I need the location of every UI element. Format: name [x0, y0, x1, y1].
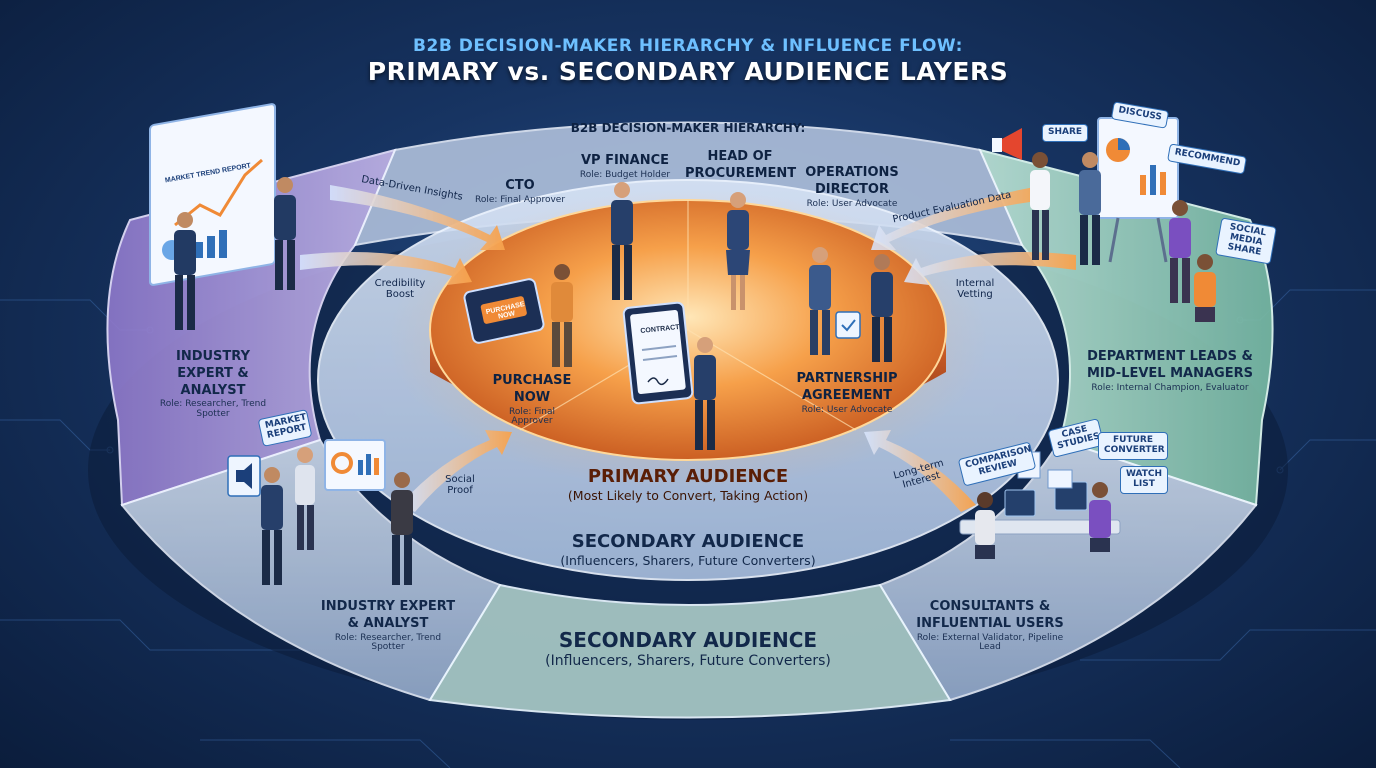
- flow-credibility: Credibility Boost: [374, 278, 426, 300]
- arrow-product-eval: [871, 185, 1046, 250]
- people-figures: [174, 152, 1216, 585]
- role-name: CTO: [505, 178, 535, 193]
- group-role: Role: Researcher, Trend Spotter: [334, 632, 442, 653]
- primary-audience-title: PRIMARY AUDIENCE: [587, 466, 789, 487]
- role-name: HEAD OF PROCUREMENT: [685, 149, 797, 181]
- role-name: OPERATIONS DIRECTOR: [805, 165, 899, 197]
- action-name: PARTNERSHIP AGREEMENT: [796, 371, 898, 403]
- tablet-device: [463, 278, 545, 344]
- arrow-credibility: [300, 251, 472, 285]
- group-consultants: CONSULTANTS & INFLUENTIAL USERS Role: Ex…: [915, 598, 1065, 652]
- action-purchase-now: PURCHASE NOW Role: Final Approver: [487, 372, 577, 426]
- action-role: Role: Final Approver: [508, 406, 556, 427]
- role-name: VP FINANCE: [580, 153, 670, 168]
- arrow-internal-vetting: [904, 251, 1076, 285]
- group-department-leads: DEPARTMENT LEADS & MID-LEVEL MANAGERS Ro…: [1085, 348, 1255, 393]
- role-cto: CTO Role: Final Approver: [475, 177, 565, 205]
- role-operations-director: OPERATIONS DIRECTOR Role: User Advocate: [797, 164, 907, 209]
- arrow-social-proof: [400, 430, 512, 512]
- group-role: Role: Internal Champion, Evaluator: [1091, 382, 1249, 393]
- role-desc: Role: User Advocate: [806, 198, 898, 209]
- arrow-long-term: [864, 430, 976, 512]
- role-head-procurement: HEAD OF PROCUREMENT: [685, 148, 797, 182]
- secondary-audience-outer-label: SECONDARY AUDIENCE (Influencers, Sharers…: [545, 630, 831, 668]
- secondary-outer-title: SECONDARY AUDIENCE: [558, 628, 818, 652]
- group-role: Role: Researcher, Trend Spotter: [159, 399, 267, 419]
- group-industry-expert-bottom: INDUSTRY EXPERT & ANALYST Role: Research…: [318, 598, 458, 652]
- group-name: CONSULTANTS & INFLUENTIAL USERS: [916, 599, 1064, 631]
- primary-audience-label: PRIMARY AUDIENCE (Most Likely to Convert…: [567, 466, 809, 503]
- tag-future-converter: FUTURE CONVERTER: [1098, 432, 1168, 460]
- title-line-2: PRIMARY vs. SECONDARY AUDIENCE LAYERS: [367, 57, 1009, 86]
- primary-audience-subtitle: (Most Likely to Convert, Taking Action): [567, 487, 809, 503]
- secondary-outer-subtitle: (Influencers, Sharers, Future Converters…: [545, 652, 831, 669]
- secondary-audience-inner-label: SECONDARY AUDIENCE (Influencers, Sharers…: [560, 531, 816, 568]
- speaker-icon: [227, 455, 261, 497]
- action-role: Role: User Advocate: [801, 404, 893, 415]
- group-name: INDUSTRY EXPERT & ANALYST: [320, 599, 456, 631]
- secondary-inner-title: SECONDARY AUDIENCE: [571, 531, 805, 552]
- action-name: PURCHASE NOW: [492, 373, 572, 405]
- megaphone-icon: [992, 128, 1022, 160]
- role-desc: Role: Final Approver: [474, 194, 566, 205]
- consultant-desk: [959, 451, 1121, 535]
- market-report-board: [324, 439, 386, 491]
- group-industry-expert-top: INDUSTRY EXPERT & ANALYST Role: Research…: [148, 348, 278, 419]
- discuss-board: [1097, 117, 1179, 263]
- action-partnership-agreement: PARTNERSHIP AGREEMENT Role: User Advocat…: [792, 370, 902, 415]
- market-trend-board: [149, 103, 276, 286]
- group-name: DEPARTMENT LEADS & MID-LEVEL MANAGERS: [1087, 349, 1253, 381]
- ring-header: B2B DECISION-MAKER HIERARCHY:: [570, 121, 806, 135]
- group-role: Role: External Validator, Pipeline Lead: [916, 632, 1064, 653]
- arrow-data-driven: [330, 185, 505, 250]
- tag-share: SHARE: [1042, 124, 1089, 142]
- contract-tablet: [622, 301, 694, 405]
- secondary-inner-subtitle: (Influencers, Sharers, Future Converters…: [560, 552, 816, 568]
- ring-segment-bottom-center: [428, 583, 952, 719]
- title-line-1: B2B DECISION-MAKER HIERARCHY & INFLUENCE…: [413, 36, 963, 56]
- influence-arrows: [300, 185, 1076, 512]
- role-desc: Role: Budget Holder: [579, 169, 671, 180]
- tag-watch-list: WATCH LIST: [1120, 466, 1168, 494]
- flow-social-proof: Social Proof: [445, 474, 475, 496]
- flow-internal-vetting: Internal Vetting: [955, 278, 995, 300]
- role-vp-finance: VP FINANCE Role: Budget Holder: [580, 152, 670, 180]
- agreement-icon: [835, 311, 861, 339]
- group-name: INDUSTRY EXPERT & ANALYST: [175, 349, 250, 398]
